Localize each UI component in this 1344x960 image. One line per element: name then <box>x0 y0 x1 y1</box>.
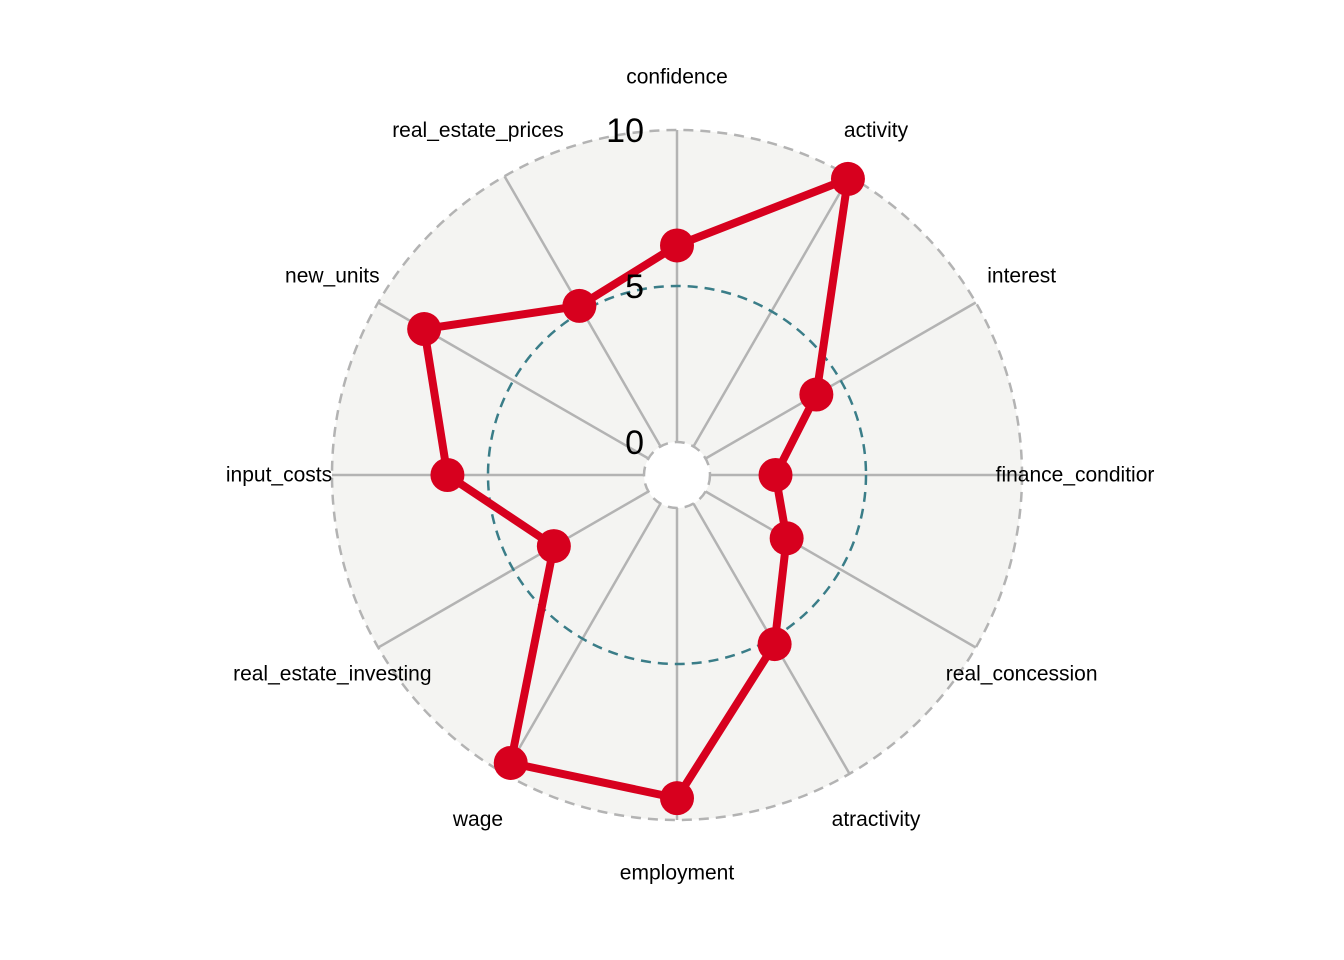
axis-label-new-units: new_units <box>285 265 380 288</box>
point-real-concession <box>769 521 804 556</box>
point-finance-conditior <box>758 458 793 492</box>
ring-max <box>330 128 1024 822</box>
axis-label-wage: wage <box>452 808 503 831</box>
point-input-costs <box>430 458 465 492</box>
plot-background <box>332 130 1022 820</box>
axis-label-input-costs: input_costs <box>226 464 332 487</box>
point-confidence <box>660 228 694 263</box>
axis-label-real-concession: real_concession <box>946 663 1098 686</box>
ring-mid <box>486 284 868 666</box>
axis-label-employment: employment <box>620 862 735 885</box>
ring-grid <box>330 128 1024 822</box>
point-new-units <box>407 312 442 347</box>
axis-label-interest: interest <box>987 265 1056 288</box>
series-layer <box>407 161 865 816</box>
axis-label-real-estate-prices: real_estate_prices <box>392 119 564 142</box>
axis-label-atractivity: atractivity <box>832 808 921 831</box>
ring-min <box>642 440 712 510</box>
point-atractivity <box>757 627 792 662</box>
axis-labels: confidence activity interest finance_condit… <box>226 66 1155 885</box>
point-interest <box>799 377 834 412</box>
axis-label-activity: activity <box>844 119 909 142</box>
point-real-estate-investing <box>536 529 571 564</box>
radial-tick-labels: 0 5 10 <box>606 112 644 462</box>
axis-label-real-estate-investing: real_estate_investing <box>233 663 431 686</box>
tick-label-0: 0 <box>625 424 644 462</box>
axis-label-confidence: confidence <box>626 66 728 89</box>
inner-hole <box>644 442 710 508</box>
spoke-real-concession <box>704 490 977 649</box>
point-employment <box>660 781 694 816</box>
spoke-grid <box>332 130 1022 820</box>
tick-label-10: 10 <box>606 112 644 150</box>
point-activity <box>830 161 865 196</box>
tick-label-5: 5 <box>625 268 644 306</box>
axis-label-finance-conditior: finance_conditior <box>996 464 1155 487</box>
point-wage <box>493 745 528 780</box>
point-real-estate-prices <box>562 288 597 323</box>
